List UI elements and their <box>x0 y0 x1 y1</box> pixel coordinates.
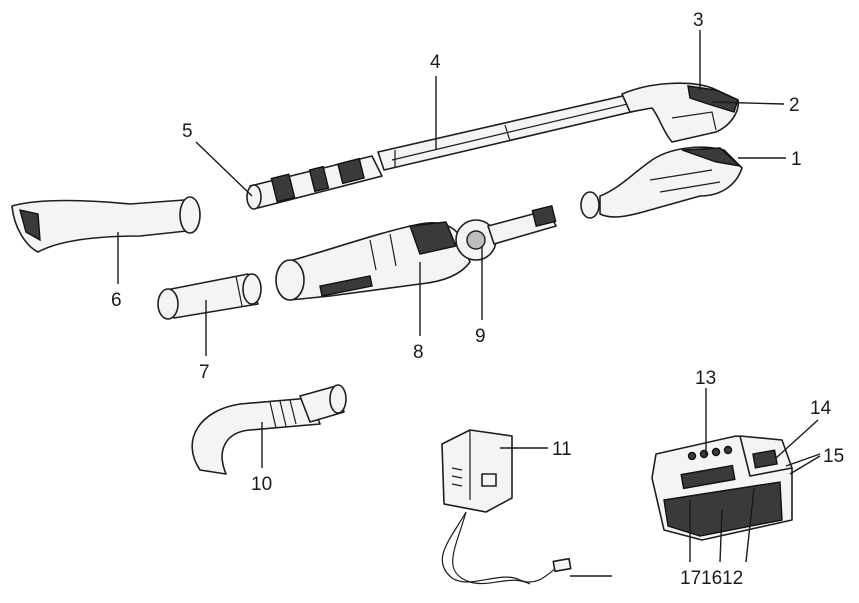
leader-2 <box>711 101 785 105</box>
callout-8: 8 <box>413 342 424 363</box>
swivel-joint <box>455 204 557 261</box>
callout-4: 4 <box>430 52 441 73</box>
callout-2: 2 <box>789 95 800 116</box>
callout-12: 12 <box>722 568 743 589</box>
callout-14: 14 <box>810 398 832 419</box>
battery-pack <box>651 435 793 541</box>
callout-16: 16 <box>701 568 722 589</box>
flexible-hose <box>191 384 347 475</box>
short-tube <box>157 273 262 320</box>
callout-7: 7 <box>199 362 210 383</box>
charger <box>441 429 572 585</box>
leader-12 <box>745 487 755 563</box>
main-handle <box>580 146 743 219</box>
blower-nozzle <box>11 196 201 253</box>
callout-5: 5 <box>182 121 193 142</box>
motor-body <box>275 221 471 301</box>
callout-11: 11 <box>552 439 572 460</box>
callout-1: 1 <box>791 149 802 170</box>
callout-6: 6 <box>111 290 122 311</box>
leader-15a <box>785 453 821 467</box>
callout-13: 13 <box>695 368 716 389</box>
upper-handle <box>621 82 740 143</box>
callout-17: 17 <box>680 568 701 589</box>
callout-15: 15 <box>823 446 844 467</box>
leader-14 <box>775 419 819 459</box>
callout-9: 9 <box>475 326 486 347</box>
leader-16 <box>719 509 723 563</box>
extension-tube <box>377 91 649 171</box>
callout-3: 3 <box>693 10 704 31</box>
tube-coupler <box>246 155 383 210</box>
leader-5 <box>195 141 253 197</box>
leader-lines <box>117 30 821 577</box>
callout-labels: 1 2 3 4 5 6 7 8 9 10 11 13 14 15 17 16 1… <box>111 10 844 589</box>
leader-15b <box>789 455 821 475</box>
callout-10: 10 <box>251 474 272 495</box>
